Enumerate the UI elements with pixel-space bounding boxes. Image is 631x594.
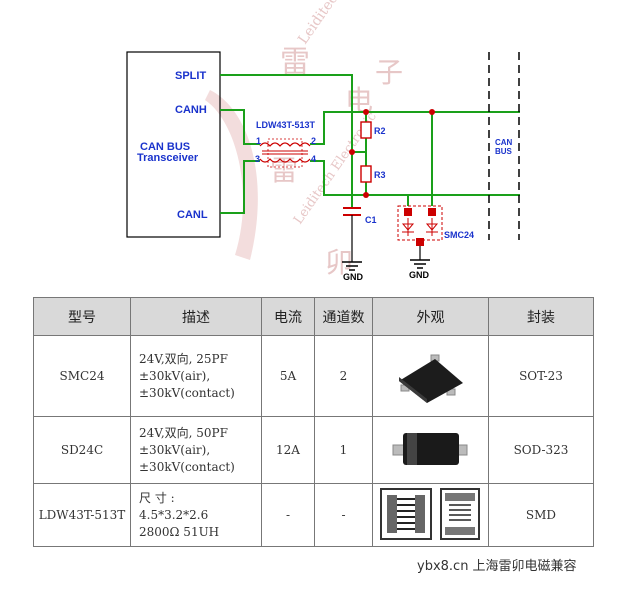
watermark: 雷 Leiditech 子 电 卯 Leiditech Electronic 雷 (205, 0, 403, 279)
gnd2-label: GND (409, 270, 430, 280)
cell-desc: 24V,双向, 50PF ±30kV(air), ±30kV(contact) (130, 416, 262, 484)
cell-image (372, 335, 489, 417)
cell-current: 5A (261, 335, 315, 417)
header-appearance: 外观 (372, 297, 489, 336)
cell-channels: 1 (314, 416, 373, 484)
cell-desc: 24V,双向, 25PF ±30kV(air), ±30kV(contact) (130, 335, 262, 417)
ground-icon (342, 261, 362, 271)
cell-current: 12A (261, 416, 315, 484)
header-desc: 描述 (130, 297, 262, 336)
transceiver-box (126, 51, 221, 238)
cell-desc: 尺 寸 : 4.5*3.2*2.6 2800Ω 51UH (130, 483, 262, 547)
desc-line: 尺 寸 : (139, 490, 175, 505)
transformer (259, 138, 311, 168)
c1-label: C1 (365, 215, 377, 225)
header-channels: 通道数 (314, 297, 373, 336)
transformer-pin-1: 1 (256, 136, 261, 146)
desc-line: ±30kV(contact) (139, 385, 235, 400)
transformer-pin-4: 4 (311, 154, 316, 164)
cell-image (372, 416, 489, 484)
cell-package: SOT-23 (488, 335, 594, 417)
watermark-char-2: 子 (375, 56, 403, 89)
cell-package: SOD-323 (488, 416, 594, 484)
table-row: SMC24 24V,双向, 25PF ±30kV(air), ±30kV(con… (33, 335, 594, 417)
resistor-r3 (360, 165, 372, 183)
resistor-r2 (360, 121, 372, 139)
pin-canl-label: CANL (177, 209, 208, 221)
bus-label-2: BUS (495, 147, 513, 156)
ground-icon (410, 259, 430, 269)
cell-image (372, 483, 489, 547)
header-package: 封装 (488, 297, 594, 336)
bus-label-1: CAN (495, 138, 513, 147)
can-bus-schematic: 雷 Leiditech 子 电 卯 Leiditech Electronic 雷… (126, 0, 520, 282)
cell-channels: - (314, 483, 373, 547)
desc-line: ±30kV(air), (139, 442, 211, 457)
transceiver-label-1: CAN BUS (140, 141, 190, 153)
sod323-icon (392, 432, 467, 465)
header-current: 电流 (261, 297, 315, 336)
junction-dots (349, 109, 435, 198)
gnd1-label: GND (343, 272, 364, 282)
table-row: SD24C 24V,双向, 50PF ±30kV(air), ±30kV(con… (33, 416, 594, 484)
smd-inductor-icon (379, 487, 480, 540)
table-row: LDW43T-513T 尺 寸 : 4.5*3.2*2.6 2800Ω 51UH… (33, 483, 594, 547)
transformer-pin-2: 2 (311, 136, 316, 146)
cell-channels: 2 (314, 335, 373, 417)
footer-watermark: ybx8.cn 上海雷卯电磁兼容 (417, 559, 577, 574)
cell-package: SMD (488, 483, 594, 547)
pin-canh-label: CANH (175, 104, 207, 116)
sot23-icon (398, 354, 463, 403)
transformer-part-label: LDW43T-513T (256, 120, 316, 130)
cell-model: SMC24 (33, 335, 131, 417)
cell-model: SD24C (33, 416, 131, 484)
header-model: 型号 (33, 297, 131, 336)
transformer-pin-3: 3 (255, 154, 260, 164)
pin-split-label: SPLIT (175, 70, 206, 82)
desc-line: 4.5*3.2*2.6 (139, 507, 209, 522)
r3-label: R3 (374, 170, 386, 180)
watermark-text-1: Leiditech (295, 0, 346, 47)
cell-current: - (261, 483, 315, 547)
desc-line: ±30kV(air), (139, 368, 211, 383)
transceiver-label-2: Transceiver (137, 152, 199, 164)
r2-label: R2 (374, 126, 386, 136)
smc24-label: SMC24 (444, 230, 474, 240)
desc-line: 24V,双向, 50PF (139, 425, 228, 440)
watermark-logo (205, 90, 258, 260)
desc-line: 2800Ω 51UH (139, 524, 220, 539)
desc-line: ±30kV(contact) (139, 459, 235, 474)
tvs-smc24 (397, 205, 443, 246)
watermark-char-5: 雷 (270, 154, 298, 187)
table-header-row: 型号 描述 电流 通道数 外观 封装 (33, 297, 594, 336)
cell-model: LDW43T-513T (33, 483, 131, 547)
spec-table: 型号 描述 电流 通道数 外观 封装 SMC24 24V,双向, 25PF ±3… (33, 297, 594, 547)
desc-line: 24V,双向, 25PF (139, 351, 228, 366)
